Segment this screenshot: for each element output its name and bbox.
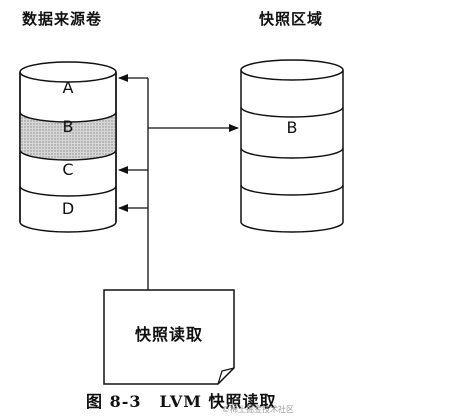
figure-caption: 图 8-3 LVM 快照读取 [86,388,295,412]
snapshot-read-box [103,289,235,385]
snapshot-area-cylinder [240,59,344,233]
read-connectors [118,74,239,290]
source-volume-cylinder [19,61,117,233]
source-segment-a-label: A [63,78,74,97]
source-segment-c-label: C [62,160,73,179]
source-segment-b-label: B [63,117,74,136]
snapshot-area-title: 快照区域 [259,10,324,28]
source-segment-d-label: D [62,199,74,218]
source-volume-title: 数据来源卷 [22,10,103,28]
source-segment-b-shading [20,112,116,160]
figure-title: LVM 快照读取 [159,392,277,411]
watermark: ©稀土掘金技术社区 [222,405,294,414]
figure-number: 图 8-3 [86,392,142,411]
snapshot-segment-b-label: B [287,118,298,137]
snapshot-read-label: 快照读取 [135,325,203,344]
